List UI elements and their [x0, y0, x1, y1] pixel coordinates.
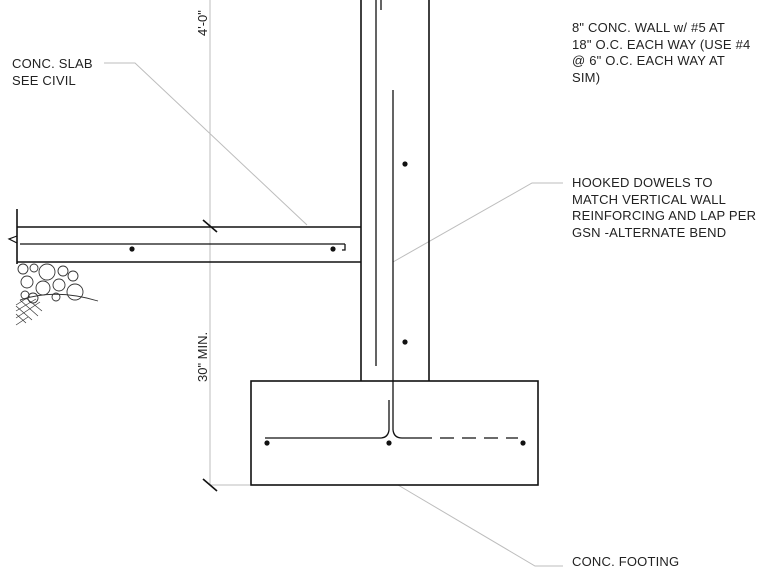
dowel-leader: [392, 182, 563, 263]
rebar-dot: [386, 440, 392, 446]
slab-note-line: CONC. SLAB: [12, 56, 93, 71]
soil-hatch: [15, 295, 43, 326]
footing-dimension-tick: [202, 478, 218, 492]
lower-dimension-label: 30" MIN.: [195, 331, 210, 382]
footing-leader: [397, 484, 563, 567]
dowel-note-line: REINFORCING AND LAP PER: [572, 208, 757, 223]
wall-note-line: 8" CONC. WALL w/ #5 AT: [572, 20, 726, 35]
rebar-dot: [129, 246, 135, 252]
rebar-dot: [264, 440, 270, 446]
rebar-dot: [402, 161, 408, 167]
gravel-fill: [17, 263, 99, 304]
reinforcing: [20, 0, 518, 439]
rebar-dot: [520, 440, 526, 446]
dowel-note-line: GSN -ALTERNATE BEND: [572, 224, 727, 240]
slab-leader: [104, 62, 308, 226]
footing-hook-bar-left: [265, 400, 390, 439]
dowel-note-line: HOOKED DOWELS TO: [572, 175, 713, 190]
rebar-dots: [129, 161, 526, 446]
slab-break-symbol: [7, 235, 18, 244]
wall-note-line: SIM): [572, 69, 601, 85]
rebar-dot: [402, 339, 408, 345]
footing-note-line: CONC. FOOTING: [572, 554, 680, 569]
wall-note: 8" CONC. WALL w/ #5 AT 18" O.C. EACH WAY…: [572, 20, 750, 86]
dowel-note: HOOKED DOWELS TO MATCH VERTICAL WALL REI…: [572, 175, 756, 241]
wall-note-line: 18" O.C. EACH WAY (USE #4: [572, 36, 751, 52]
slab-hook: [342, 244, 346, 251]
rebar-dot: [330, 246, 336, 252]
upper-dimension-label: 4'-0": [195, 10, 210, 36]
footing-outline: [250, 380, 539, 486]
leader-lines: [104, 0, 563, 567]
slab-dimension-tick: [202, 219, 218, 233]
slab-note-line: SEE CIVIL: [12, 72, 76, 88]
slab-note: CONC. SLAB SEE CIVIL: [12, 56, 93, 89]
footing-hook-bar-right: [392, 429, 418, 439]
dowel-note-line: MATCH VERTICAL WALL: [572, 191, 727, 207]
dimension-ticks: [202, 219, 218, 492]
concrete-outline: [7, 0, 539, 486]
wall-note-line: @ 6" O.C. EACH WAY AT: [572, 53, 726, 68]
footing-note: CONC. FOOTING: [572, 554, 679, 571]
